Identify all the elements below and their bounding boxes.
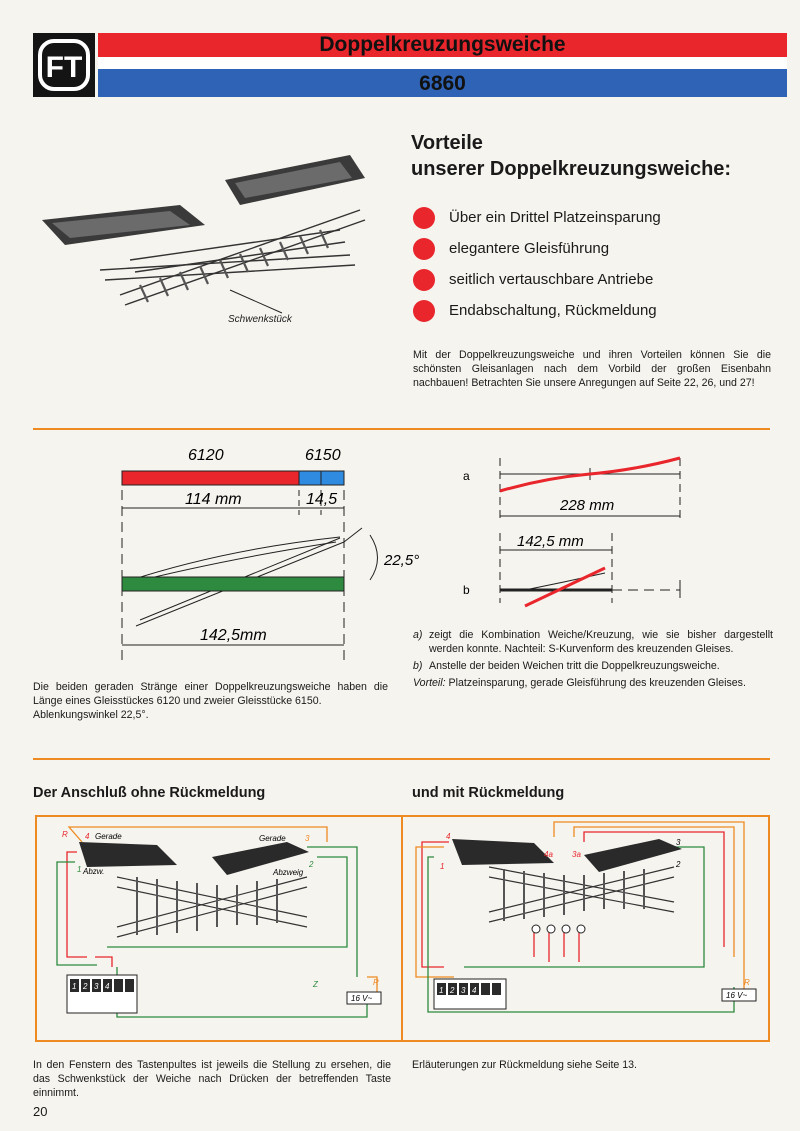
angle-label: 22,5°	[383, 552, 419, 569]
list-item: seitlich vertauschbare Antriebe	[413, 264, 793, 295]
dimension-diagram: 6120 6150 114 mm 14,5 22,5° 142,5mm	[121, 447, 419, 660]
s-curve-track	[499, 456, 681, 493]
dimension-caption-line1: Die beiden geraden Stränge einer Doppelk…	[33, 681, 388, 707]
section-divider	[33, 758, 770, 760]
wire-label: 4	[85, 832, 90, 841]
label-6150: 6150	[305, 447, 341, 464]
transformer-label: 16 V~	[726, 991, 747, 1000]
wire-label: Abzw.	[82, 867, 104, 876]
advantage-text: seitlich vertauschbare Antriebe	[449, 271, 654, 288]
list-item: elegantere Gleisführung	[413, 233, 793, 264]
advantage-text: elegantere Gleisführung	[449, 240, 610, 257]
page-title: Doppelkreuzungsweiche	[319, 33, 566, 56]
wiring-caption-right: Erläuterungen zur Rückmeldung siehe Seit…	[412, 1059, 637, 1071]
list-item: a) zeigt die Kombination Weiche/Kreuzung,…	[413, 628, 773, 656]
key-label: 1	[439, 986, 443, 995]
wire-label: 2	[308, 860, 314, 869]
bullet-dot-icon	[413, 237, 435, 260]
wire-label: 3a	[572, 850, 581, 859]
wire-label: 4a	[544, 850, 553, 859]
wiring-heading-right: und mit Rückmeldung	[412, 785, 565, 801]
advantage-caption: Platzeinsparung, gerade Gleisführung des…	[448, 677, 746, 689]
product-photo: Schwenkstück	[42, 155, 366, 325]
caption-text: Anstelle der beiden Weichen tritt die Do…	[429, 660, 720, 672]
advantage-text: Über ein Drittel Platzeinsparung	[449, 209, 661, 226]
key-label: 4	[472, 986, 477, 995]
crossing-track-b	[524, 566, 606, 608]
comparison-captions: a) zeigt die Kombination Weiche/Kreuzung,…	[413, 628, 773, 693]
wire-label: Gerade	[95, 832, 122, 841]
header-band-red	[98, 33, 787, 57]
article-number: 6860	[419, 72, 466, 95]
wire-label: Gerade	[259, 834, 286, 843]
list-item: Vorteil: Platzeinsparung, gerade Gleisfü…	[413, 676, 773, 690]
caption-label: a)	[413, 629, 423, 641]
logo-text: FT	[46, 51, 83, 84]
bullet-dot-icon	[413, 268, 435, 291]
wire-label: 3	[676, 838, 681, 847]
length-114: 114 mm	[185, 491, 242, 508]
list-item: b) Anstelle der beiden Weichen tritt die …	[413, 659, 773, 673]
wiring-divider	[401, 815, 403, 1042]
label-b: b	[463, 583, 470, 597]
bullet-dot-icon	[413, 206, 435, 229]
header-band-blue	[98, 69, 787, 97]
advantages-heading: Vorteile unserer Doppelkreuzungsweiche:	[411, 130, 791, 182]
advantage-text: Endabschaltung, Rückmeldung	[449, 302, 657, 319]
header-band-white	[98, 57, 787, 69]
wire-label: 2	[675, 860, 681, 869]
advantages-list: Über ein Drittel Platzeinsparung elegant…	[413, 202, 793, 326]
length-145: 14,5	[306, 491, 337, 508]
dimension-caption: Die beiden geraden Stränge einer Doppelk…	[33, 680, 388, 722]
wire-label: Z	[312, 980, 319, 989]
dimension-caption-line2: Ablenkungswinkel 22,5°.	[33, 709, 149, 721]
list-item: Endabschaltung, Rückmeldung	[413, 295, 793, 326]
wire-label: R	[62, 830, 68, 839]
caption-text: zeigt die Kombination Weiche/Kreuzung, w…	[429, 629, 773, 655]
wiring-diagram-left: R 4 Gerade 1 Abzw. Gerade 3 Abzweig 2 Z …	[56, 826, 382, 1018]
transformer-box	[346, 991, 382, 1005]
wire-label: 4	[446, 832, 451, 841]
wire-label: R	[373, 978, 379, 987]
wire-label: 3	[305, 834, 310, 843]
intro-paragraph: Mit der Doppelkreuzungsweiche und ihren …	[413, 349, 771, 389]
page-number: 20	[33, 1104, 48, 1119]
wire-label: 1	[440, 862, 444, 871]
key-label: 2	[449, 986, 455, 995]
key-label: 3	[94, 982, 99, 991]
wire-label: R	[744, 978, 750, 987]
transformer-box	[721, 988, 757, 1002]
track-straight-green	[121, 576, 345, 592]
wiring-diagram-right: 4 1 4a 3a 3 2 R 16 V~ 1 2 3 4	[415, 821, 757, 1013]
track-6120-bar	[121, 470, 300, 486]
advantages-heading-line1: Vorteile	[411, 132, 483, 154]
label-6120: 6120	[188, 447, 224, 464]
wiring-caption-left: In den Fenstern des Tastenpultes ist jew…	[33, 1059, 391, 1099]
length-total: 142,5mm	[200, 627, 267, 644]
label-a: a	[463, 469, 470, 483]
logo-emblem: FT	[38, 39, 90, 91]
comparison-diagram: a b 228 mm 142,5 mm	[463, 456, 681, 608]
section-divider	[33, 428, 770, 430]
key-label: 3	[461, 986, 466, 995]
advantage-label: Vorteil:	[413, 677, 446, 689]
bullet-dot-icon	[413, 299, 435, 322]
length-228: 228 mm	[559, 497, 614, 514]
brand-logo: FT	[33, 33, 95, 97]
advantages-heading-line2: unserer Doppelkreuzungsweiche:	[411, 158, 732, 180]
caption-label: b)	[413, 660, 423, 672]
wire-label: 1	[77, 865, 81, 874]
key-label: 4	[105, 982, 110, 991]
key-label: 2	[82, 982, 88, 991]
wiring-heading-left: Der Anschluß ohne Rückmeldung	[33, 785, 266, 801]
list-item: Über ein Drittel Platzeinsparung	[413, 202, 793, 233]
photo-label: Schwenkstück	[228, 314, 293, 325]
key-label: 1	[72, 982, 76, 991]
transformer-label: 16 V~	[351, 994, 372, 1003]
wire-label: Abzweig	[272, 868, 304, 877]
length-1425: 142,5 mm	[517, 533, 584, 550]
